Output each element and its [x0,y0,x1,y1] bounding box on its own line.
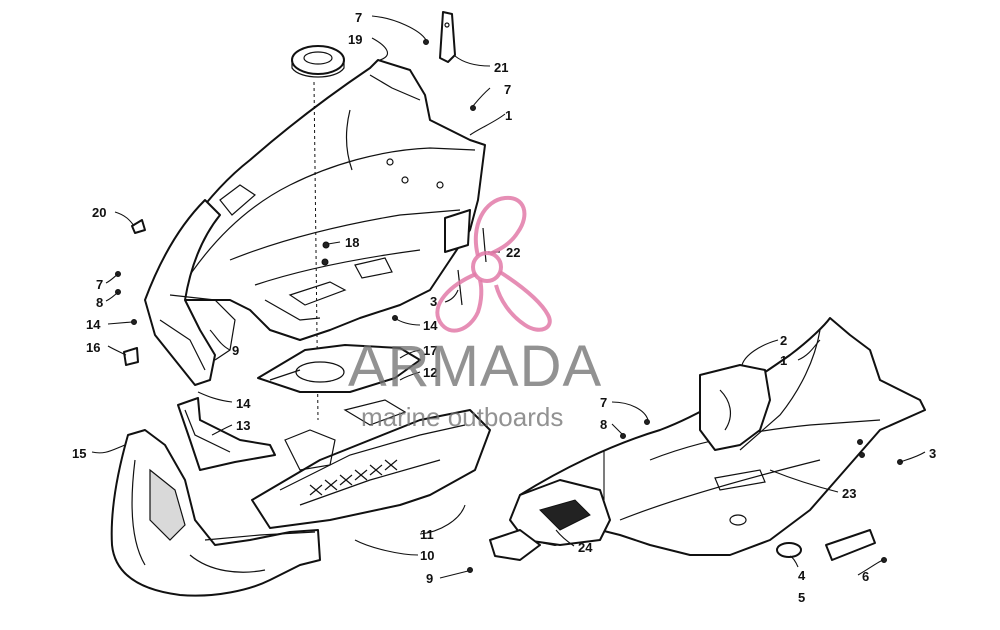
callout-7-left: 7 [96,277,103,292]
callout-18: 18 [345,235,359,250]
watermark-tagline: marine outboards [361,402,563,432]
part-4-oval-plug [776,542,802,558]
propeller-logo-icon [435,195,552,333]
callout-4: 4 [798,568,806,583]
callout-14-center: 14 [423,318,438,333]
floor-plate-17 [257,344,421,393]
callout-3-center: 3 [430,294,437,309]
callout-24: 24 [578,540,593,555]
callout-6: 6 [862,569,869,584]
callout-23: 23 [842,486,856,501]
callout-10: 10 [420,548,434,563]
callout-8-left: 8 [96,295,103,310]
callout-9-left: 9 [232,343,239,358]
center-dashed-axis [313,81,319,421]
callout-11: 11 [420,527,434,542]
callout-22: 22 [506,245,520,260]
callout-8-lower: 8 [600,417,607,432]
tunnel-grate-pattern [309,459,398,496]
part-15-front-nose [110,429,321,597]
callout-15: 15 [72,446,86,461]
watermark-brand: ARMADA [348,334,602,399]
leader-lines [91,15,926,579]
callout-1-lower: 1 [780,353,787,368]
callout-labels: 7 19 21 7 1 20 18 22 7 8 14 16 9 3 14 17… [72,10,936,605]
lower-tunnel-pan [251,399,491,529]
part-21-bracket [439,11,456,63]
callout-2: 2 [780,333,787,348]
callout-19: 19 [348,32,362,47]
callout-1-upper: 1 [505,108,512,123]
callout-21: 21 [494,60,508,75]
part-22-bracket [444,209,471,253]
callout-20: 20 [92,205,106,220]
part-16-clip [123,347,139,366]
callout-14-scoop: 14 [236,396,251,411]
part-2-inner-panel [699,364,771,451]
callout-7-right: 7 [504,82,511,97]
callout-7-top: 7 [355,10,362,25]
part-19-gasket-ring [291,45,345,78]
part-7-screw [644,419,650,425]
part-6-screw [881,557,887,563]
callout-5: 5 [798,590,805,605]
callout-17: 17 [423,343,437,358]
part-24-air-duct [489,479,611,561]
part-13-air-scoop [177,397,276,471]
callout-12: 12 [423,365,437,380]
callout-16: 16 [86,340,100,355]
part-9-screw [467,567,473,573]
armada-watermark: ARMADA marine outboards [348,195,602,432]
callout-7-lower: 7 [600,395,607,410]
callout-14-left: 14 [86,317,101,332]
callout-9-lower: 9 [426,571,433,586]
left-side-shroud [144,199,236,386]
part-20-clip [131,219,146,234]
part-6-plate [825,529,876,561]
part-8-screw [620,433,626,439]
callout-13: 13 [236,418,250,433]
callout-3-right: 3 [929,446,936,461]
